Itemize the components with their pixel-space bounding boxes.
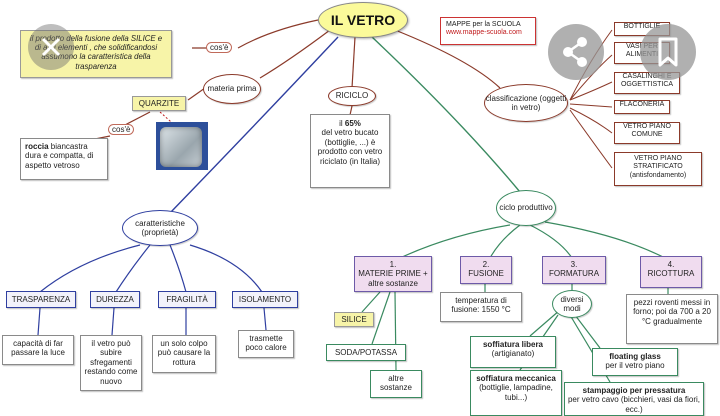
step-formatura: 3. FORMATURA (542, 256, 606, 284)
step-ricottura: 4. RICOTTURA (640, 256, 702, 288)
metodo-stampaggio: stampaggio per pressatura per vetro cavo… (564, 382, 704, 416)
map-title: IL VETRO (318, 2, 408, 38)
metodo-4-rest: per vetro cavo (bicchieri, vasi da fiori… (567, 395, 701, 414)
step-3-name: FORMATURA (548, 269, 600, 279)
class-item-vetro-piano: VETRO PIANO COMUNE (614, 122, 680, 144)
class-item-flaconeria: FLACONERIA (614, 100, 670, 114)
metodo-floating-glass: floating glass per il vetro piano (592, 348, 678, 376)
riciclo-percent: 65% (344, 119, 361, 128)
link-label-cose-2: cos'è (108, 124, 135, 135)
close-button[interactable] (28, 24, 74, 70)
ciclo-node: ciclo produttivo (496, 190, 556, 226)
prop-fragilita-desc: un solo colpo può causare la rottura (152, 335, 216, 373)
roccia-box: roccia biancastra dura e compatta, di as… (20, 138, 108, 180)
riciclo-pre: il (339, 119, 345, 128)
metodo-soffiatura-meccanica: soffiatura meccanica (bottiglie, lampadi… (470, 370, 562, 416)
caratteristiche-node: caratteristiche (proprietà) (122, 210, 198, 246)
riciclo-text: del vetro bucato (bottiglie, ...) è prod… (317, 128, 383, 166)
metodo-2-bold: floating glass (609, 352, 661, 361)
metodo-soffiatura-libera: soffiatura libera (artigianato) (470, 336, 556, 368)
prop-durezza: DUREZZA (90, 291, 140, 308)
metodo-4-bold: stampaggio per pressatura (582, 386, 686, 395)
prop-fragilita: FRAGILITÀ (158, 291, 216, 308)
prop-durezza-desc: il vetro può subire sfregamenti restando… (80, 335, 142, 391)
close-icon (41, 37, 61, 57)
metodo-1-bold: soffiatura libera (482, 340, 543, 349)
diversi-modi-node: diversi modi (552, 290, 592, 318)
metodo-3-rest: (bottiglie, lampadine, tubi...) (479, 383, 553, 402)
metodo-1-rest: (artigianato) (491, 349, 535, 359)
share-button[interactable] (548, 24, 604, 80)
silice-box: SILICE (334, 312, 374, 327)
step-4-name: RICOTTURA (647, 269, 695, 279)
riciclo-desc-box: il 65% del vetro bucato (bottiglie, ...)… (310, 114, 390, 188)
step-2-num: 2. (482, 260, 490, 269)
step-fusione: 2. FUSIONE (460, 256, 512, 284)
roccia-bold: roccia (25, 142, 49, 151)
metodo-2-rest: per il vetro piano (605, 361, 665, 371)
credit-box: MAPPE per la SCUOLA www.mappe-scuola.com (440, 17, 536, 45)
quarzite-box: QUARZITE (132, 96, 186, 111)
materia-prima-node: materia prima (203, 74, 261, 104)
credit-link[interactable]: www.mappe-scuola.com (446, 29, 522, 37)
quartzite-rock-image (160, 127, 202, 167)
classificazione-node: classificazione (oggetti in vetro) (484, 84, 568, 122)
step-3-num: 3. (570, 260, 578, 269)
share-icon (563, 37, 587, 67)
roccia-desc: biancastra dura e compatta, di aspetto v… (25, 142, 94, 170)
step-1-num: 1. (389, 260, 397, 269)
step-1-name: MATERIE PRIME + altre sostanze (358, 269, 428, 288)
step-2-name: FUSIONE (468, 269, 504, 279)
credit-line1: MAPPE per la SCUOLA (446, 21, 521, 28)
bookmark-icon (658, 37, 678, 67)
soda-potassa-box: SODA/POTASSA (326, 344, 406, 361)
step-materie-prime: 1. MATERIE PRIME + altre sostanze (354, 256, 432, 292)
riciclo-node: RICICLO (328, 86, 376, 106)
metodo-3-bold: soffiatura meccanica (476, 374, 556, 383)
class-item-stratificato: VETRO PIANO STRATIFICATO (antisfondament… (614, 152, 702, 186)
prop-trasparenza: TRASPARENZA (6, 291, 76, 308)
temperatura-box: temperatura di fusione: 1550 °C (440, 292, 522, 322)
prop-trasparenza-desc: capacità di far passare la luce (2, 335, 74, 365)
ricottura-desc-box: pezzi roventi messi in forno; poi da 700… (626, 294, 718, 344)
altre-sostanze-box: altre sostanze (370, 370, 422, 398)
link-label-cose: cos'è (206, 42, 233, 53)
prop-isolamento: ISOLAMENTO (232, 291, 298, 308)
step-4-num: 4. (667, 260, 675, 269)
bookmark-button[interactable] (640, 24, 696, 80)
prop-isolamento-desc: trasmette poco calore (238, 330, 294, 358)
